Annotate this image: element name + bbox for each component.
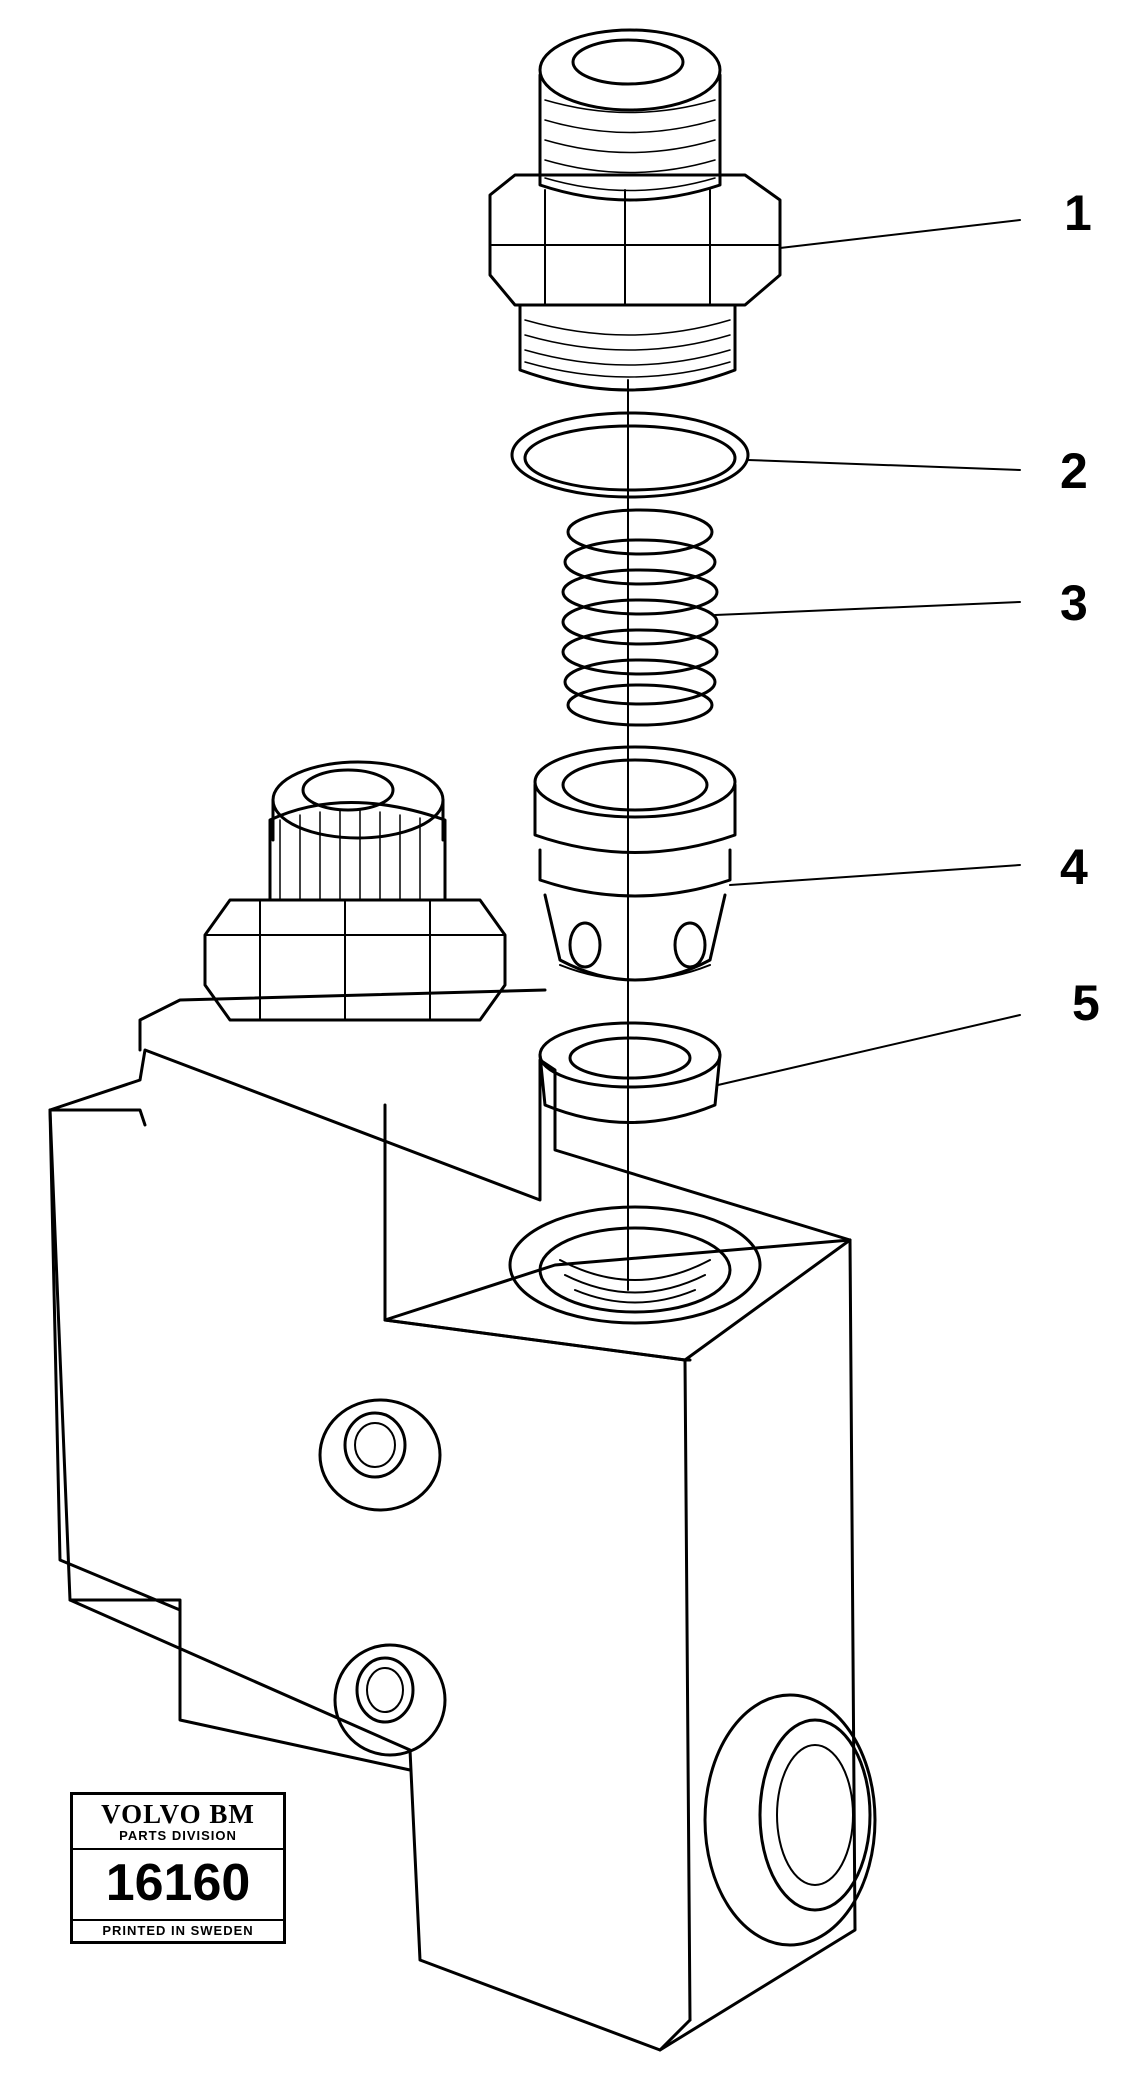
body-fitting <box>203 760 507 1022</box>
part-3-spring <box>561 508 719 727</box>
leader-5 <box>717 1014 1021 1086</box>
part-1-fitting <box>488 28 782 392</box>
leader-1 <box>779 219 1021 249</box>
callout-3: 3 <box>1060 575 1088 631</box>
leader-3 <box>714 601 1021 616</box>
valve-body <box>48 988 857 2052</box>
volvo-parts-stamp: VOLVO BM PARTS DIVISION 16160 PRINTED IN… <box>70 1792 286 1944</box>
leader-2 <box>747 459 1021 471</box>
side-port-lower <box>333 1643 447 1757</box>
side-port-right <box>703 1693 877 1947</box>
callout-1: 1 <box>1064 185 1092 241</box>
stamp-brand: VOLVO BM <box>101 1799 255 1829</box>
part-4-poppet <box>533 745 737 982</box>
part-5-seat <box>538 1021 722 1124</box>
stamp-divider-bottom <box>73 1919 283 1921</box>
stamp-number: 16160 <box>105 1854 251 1912</box>
body-top-port <box>508 1205 762 1325</box>
callout-4: 4 <box>1060 839 1088 895</box>
side-port-upper <box>318 1398 442 1512</box>
part-2-o-ring <box>510 411 750 499</box>
callout-5: 5 <box>1072 975 1100 1031</box>
leader-4 <box>729 864 1021 886</box>
callout-2: 2 <box>1060 443 1088 499</box>
stamp-divider-top <box>73 1848 283 1850</box>
stamp-division: PARTS DIVISION <box>119 1828 237 1843</box>
stamp-printed: PRINTED IN SWEDEN <box>102 1923 254 1938</box>
